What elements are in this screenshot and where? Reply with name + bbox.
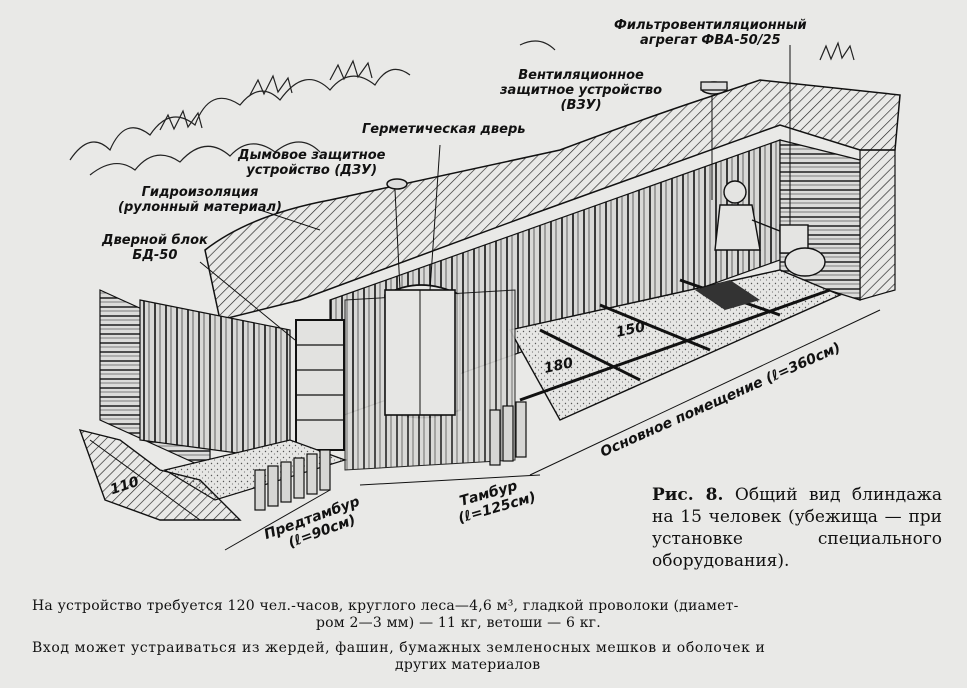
door-block bbox=[295, 319, 345, 451]
label-fva-line2: агрегат ФВА-50/25 bbox=[640, 33, 781, 48]
note-line-2: ром 2—3 мм) — 11 кг, ветоши — 6 кг. bbox=[316, 615, 601, 631]
label-vzu-line3: (ВЗУ) bbox=[560, 98, 602, 113]
label-dzu-line2: устройство (ДЗУ) bbox=[246, 163, 378, 178]
label-door-block-line2: БД-50 bbox=[132, 248, 178, 263]
label-hydroisolation: Гидроизоляция (рулонный материал) bbox=[118, 185, 282, 215]
person-figure bbox=[714, 180, 826, 277]
earth-cover bbox=[204, 79, 901, 321]
label-dzu: Дымовое защитное устройство (ДЗУ) bbox=[238, 148, 385, 178]
figure-caption: Рис. 8. Общий вид блиндажа на 15 человек… bbox=[652, 484, 942, 572]
label-vzu-line2: защитное устройство bbox=[500, 83, 663, 98]
label-vzu-line1: Вентиляционное bbox=[518, 68, 644, 83]
label-vzu: Вентиляционное защитное устройство (ВЗУ) bbox=[500, 68, 662, 113]
note-line-4: других материалов bbox=[395, 657, 541, 673]
dzu-cap bbox=[386, 178, 408, 190]
label-fva-line1: Фильтровентиляционный bbox=[614, 18, 807, 33]
label-door-block-line1: Дверной блок bbox=[102, 233, 208, 248]
grass-scribble bbox=[69, 40, 855, 176]
label-hydro-line2: (рулонный материал) bbox=[118, 200, 282, 215]
figure-number: Рис. 8. bbox=[652, 485, 724, 505]
label-fva: Фильтровентиляционный агрегат ФВА-50/25 bbox=[614, 18, 807, 48]
note-line-3: Вход может устраиваться из жердей, фашин… bbox=[32, 640, 766, 656]
note-line-1: На устройство требуется 120 чел.-часов, … bbox=[32, 598, 739, 614]
entrance-steps bbox=[78, 429, 242, 521]
label-dzu-line1: Дымовое защитное bbox=[238, 148, 386, 163]
figure-caption-text: Общий вид блиндажа на 15 человек (убежищ… bbox=[652, 485, 942, 571]
label-hydro-line1: Гидроизоляция bbox=[141, 185, 259, 200]
label-hermetic-door: Герметическая дверь bbox=[362, 122, 526, 137]
label-door-block: Дверной блок БД-50 bbox=[102, 233, 208, 263]
